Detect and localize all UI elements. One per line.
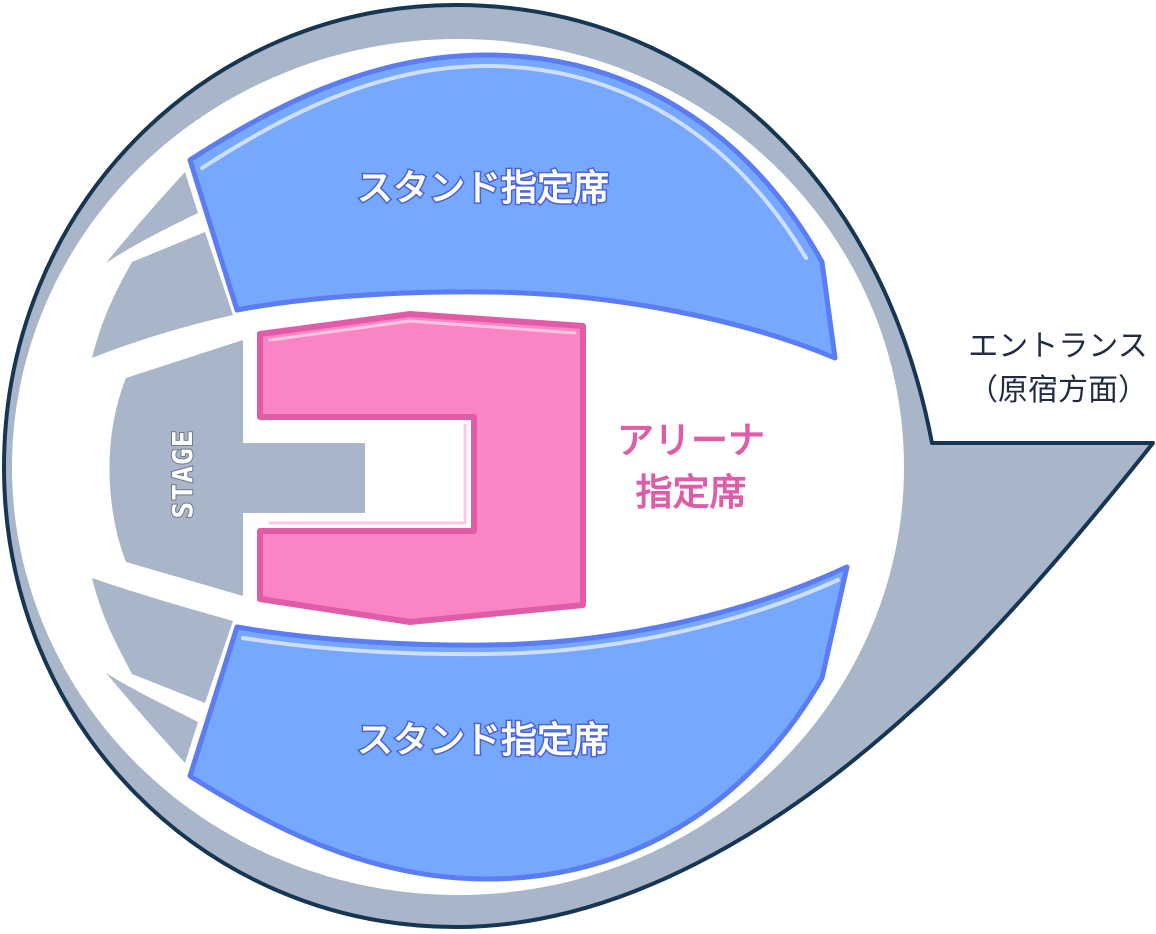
side-seating-blocks bbox=[92, 172, 233, 763]
stage-label: STAGE bbox=[166, 429, 199, 518]
stand-seating-bottom-block bbox=[187, 564, 850, 882]
stand-seating-top-label: スタンド指定席 bbox=[357, 168, 609, 209]
side-block-lower-outer bbox=[106, 673, 198, 763]
stand-seating-bottom-highlight bbox=[241, 578, 840, 657]
arena-seating-block bbox=[257, 311, 586, 625]
stand-seating-top-block bbox=[187, 52, 838, 361]
entrance-label-line2: （原宿方面） bbox=[968, 374, 1148, 407]
side-block-lower-inner bbox=[92, 578, 233, 703]
arena-seating-highlight bbox=[268, 319, 577, 525]
stand-seating-bottom-label: スタンド指定席 bbox=[357, 720, 609, 761]
arena-seating-label-line2: 指定席 bbox=[636, 471, 747, 514]
side-block-upper-inner bbox=[92, 232, 233, 358]
side-block-upper-outer bbox=[106, 172, 198, 263]
stage-area bbox=[109, 340, 365, 596]
stand-seating-top-highlight bbox=[200, 63, 808, 260]
arena-seating-label-line1: アリーナ bbox=[617, 419, 765, 462]
entrance-label-line1: エントランス bbox=[968, 330, 1147, 363]
